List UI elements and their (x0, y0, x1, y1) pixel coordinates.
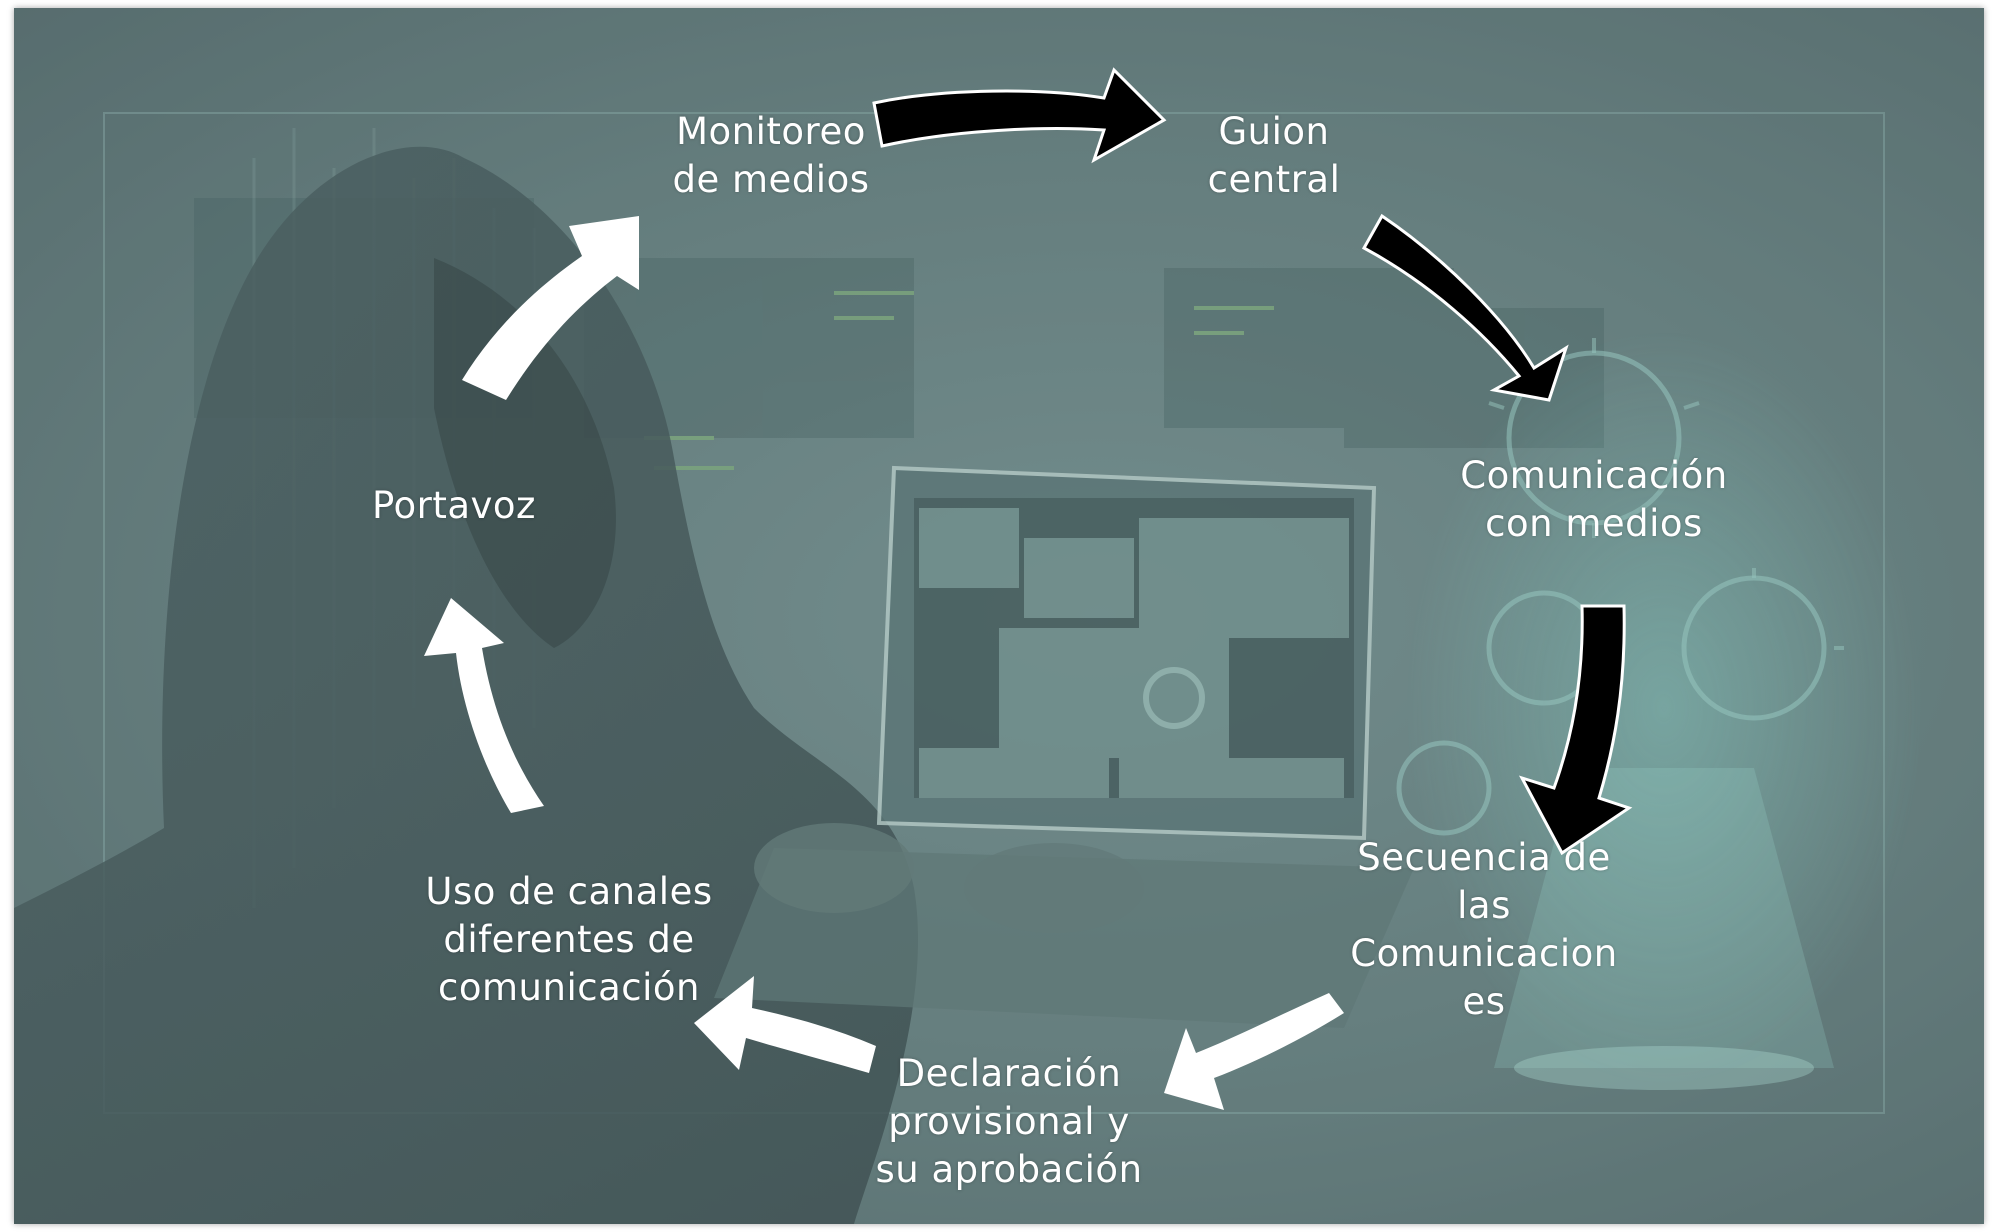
node-uso-de-canales: Uso de canales diferentes de comunicació… (425, 870, 713, 1009)
arrow-portavoz-to-monitoreo (462, 216, 639, 400)
node-comunicacion-con-medios: Comunicación con medios (1460, 454, 1728, 545)
node-secuencia-de-las-comunicaciones: Secuencia de las Comunicacion es (1350, 836, 1618, 1023)
node-monitoreo-de-medios: Monitoreo de medios (672, 110, 870, 201)
background-scene (14, 8, 1984, 1224)
arrow-secuencia-to-declaracion (1164, 993, 1344, 1110)
arrow-guion-to-comunicacion (1361, 213, 1569, 402)
node-guion-central: Guion central (1207, 110, 1341, 201)
background-illustration (14, 8, 1984, 1224)
laptop (714, 465, 1414, 1028)
hands (754, 823, 1144, 933)
node-declaracion-provisional: Declaración provisional y su aprobación (875, 1052, 1143, 1191)
arrow-uso-to-portavoz (424, 598, 544, 813)
arrow-declaracion-to-uso (694, 976, 876, 1073)
diagram-canvas: Monitoreo de medios Guion central Comuni… (14, 8, 1984, 1224)
cycle-arrows (424, 67, 1633, 1110)
node-portavoz: Portavoz (372, 484, 536, 527)
arrow-comunicacion-to-secuencia (1518, 604, 1633, 856)
arrow-monitoreo-to-guion (872, 67, 1167, 164)
